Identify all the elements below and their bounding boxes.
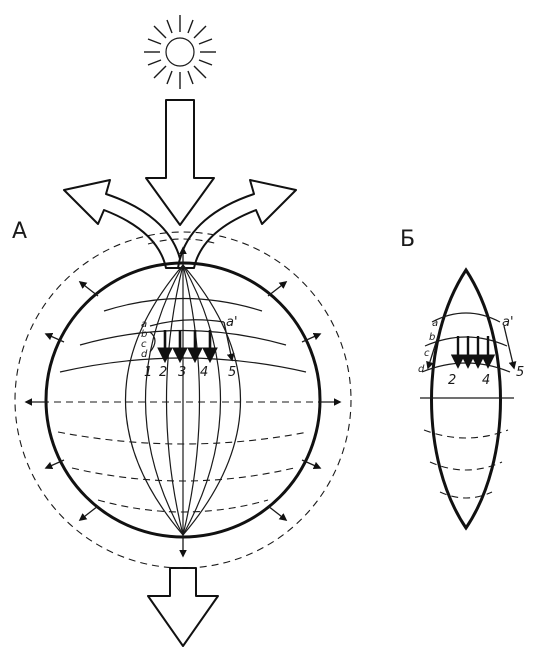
meridians	[126, 265, 241, 535]
label-4: 4	[200, 365, 208, 380]
outgoing-radiation-arrow	[148, 568, 218, 646]
label-b-a: a	[432, 318, 438, 329]
segment-zone-arrows	[458, 336, 488, 366]
panel-a: А	[12, 219, 351, 568]
label-5: 5	[228, 365, 236, 380]
label-2: 2	[159, 365, 167, 380]
label-b-c: c	[424, 348, 430, 359]
label-d: d	[141, 349, 148, 360]
label-b-4: 4	[482, 373, 490, 388]
label-3: 3	[178, 365, 186, 380]
zone-arrows	[165, 330, 210, 360]
panel-b: Б a b c d a' 2 4 5	[400, 227, 524, 528]
panel-a-label: А	[12, 219, 27, 244]
label-b-d: d	[418, 364, 425, 375]
label-a-prime: a'	[226, 315, 238, 330]
meridian-segment	[432, 270, 501, 528]
label-b-5: 5	[516, 365, 524, 380]
label-b-a-prime: a'	[502, 315, 514, 330]
label-b-b: b	[429, 332, 435, 343]
label-b-2: 2	[448, 373, 456, 388]
sun-icon	[144, 15, 216, 89]
label-1: 1	[144, 365, 152, 380]
panel-b-label: Б	[400, 227, 415, 252]
incoming-radiation-arrow	[146, 100, 214, 225]
